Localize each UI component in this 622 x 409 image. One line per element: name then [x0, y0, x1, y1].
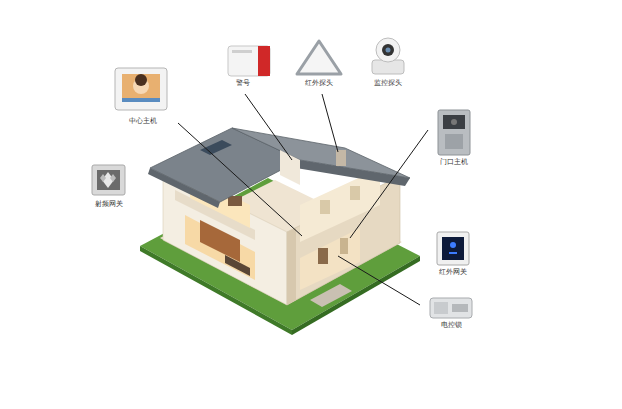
icon-label: 门口主机: [439, 159, 469, 167]
icon-label: 电控锁: [440, 322, 463, 330]
infrared-sensor-icon: [297, 41, 341, 74]
rf-gateway-icon: [92, 165, 125, 195]
chimney: [336, 150, 346, 166]
roof-edge: [296, 160, 410, 186]
leader-line: [350, 130, 428, 238]
icon-label: 警号: [235, 80, 251, 88]
icon-label: 射频网关: [94, 201, 124, 209]
leader-line: [322, 94, 338, 152]
furniture: [228, 196, 242, 206]
partition: [287, 228, 296, 305]
icon-label: 红外探头: [304, 80, 334, 88]
alarm-icon: [228, 46, 270, 76]
icon-label: 监控探头: [373, 80, 403, 88]
icon-label: 红外网关: [438, 269, 468, 277]
roof-edge: [148, 168, 220, 208]
door: [340, 238, 348, 254]
ir-gateway-icon: [437, 232, 469, 265]
steps: [310, 284, 352, 307]
gable: [280, 150, 300, 185]
leader-line: [338, 256, 420, 305]
window: [350, 186, 360, 200]
leader-lines: [178, 94, 428, 305]
cabinet: [318, 248, 328, 264]
sofa: [225, 255, 250, 276]
leader-line: [178, 123, 302, 236]
door-station-icon: [438, 110, 470, 155]
electric-lock-icon: [430, 298, 472, 318]
leader-line: [245, 94, 292, 160]
monitor-icon: [115, 68, 167, 110]
icon-label: 中心主机: [128, 118, 158, 126]
window: [320, 200, 330, 214]
camera-icon: [372, 38, 404, 74]
